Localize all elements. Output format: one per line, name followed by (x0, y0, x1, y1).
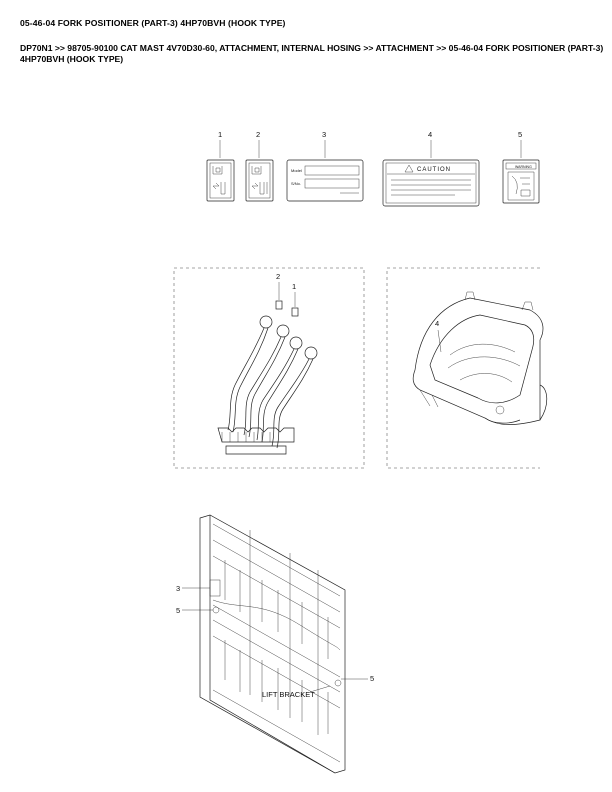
detail-box-seat (386, 267, 540, 469)
callout-4b: 4 (435, 319, 439, 328)
breadcrumb: DP70N1 >> 98705-90100 CAT MAST 4V70D30-6… (20, 43, 604, 64)
decal-5-warning: 5 WARNING (502, 130, 540, 204)
decal-2: 2 (245, 130, 274, 202)
hose-assembly: 2 1 (217, 272, 318, 455)
lift-bracket: 3 5 5 LIFT BRACKET (176, 514, 374, 774)
detail-box-hoses (173, 267, 365, 469)
callout-5: 5 (518, 130, 522, 139)
lift-bracket-label: LIFT BRACKET (262, 690, 315, 699)
svg-text:Model: Model (291, 168, 302, 173)
svg-text:WARNING: WARNING (515, 165, 532, 169)
svg-text:S/No.: S/No. (291, 181, 301, 186)
svg-text:CAUTION: CAUTION (417, 167, 451, 173)
callout-3c: 3 (176, 584, 180, 593)
callout-3: 3 (322, 130, 326, 139)
decal-1: 1 (206, 130, 235, 202)
page-title: 05-46-04 FORK POSITIONER (PART-3) 4HP70B… (20, 18, 286, 28)
decal-4-caution: 4 CAUTION (382, 130, 480, 207)
callout-2: 2 (256, 130, 260, 139)
seat-assembly: 4 (412, 291, 548, 425)
callout-5d: 5 (370, 674, 374, 683)
callout-4: 4 (428, 130, 432, 139)
callout-5c: 5 (176, 606, 180, 615)
callout-1b: 1 (292, 282, 296, 291)
decal-3-model-plate: 3 Model S/No. (286, 130, 364, 202)
callout-2b: 2 (276, 272, 280, 281)
callout-1: 1 (218, 130, 222, 139)
